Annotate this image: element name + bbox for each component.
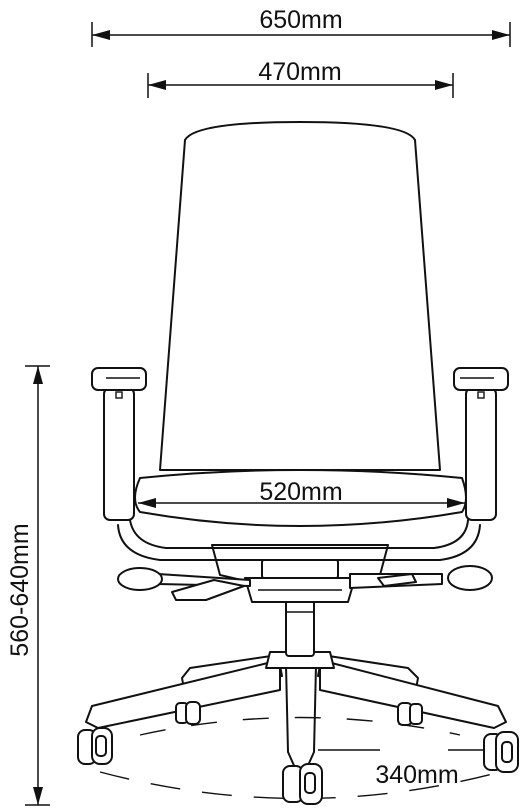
armrest-left — [91, 367, 147, 521]
arrow-left-icon — [148, 80, 166, 90]
arrow-left-icon — [138, 498, 156, 508]
seat-height-label: 560-640mm — [6, 523, 34, 656]
arrow-up-icon — [33, 366, 43, 384]
base-offset-dimension: 340mm — [375, 761, 458, 789]
caster-back-right — [397, 702, 423, 726]
chair-base — [85, 599, 507, 800]
caster-left — [77, 727, 113, 765]
back-width-label: 470mm — [258, 58, 341, 86]
seat-frame — [117, 519, 481, 561]
arrow-right-icon — [447, 498, 465, 508]
arrow-left-icon — [92, 30, 110, 40]
overall-width-label: 650mm — [259, 6, 342, 34]
caster-center — [282, 763, 323, 805]
arrow-right-icon — [435, 80, 453, 90]
arrow-right-icon — [492, 30, 510, 40]
caster-back-left — [175, 701, 201, 725]
armrest-right — [453, 367, 509, 521]
arrow-down-icon — [33, 787, 43, 805]
seat-width-label: 520mm — [259, 478, 342, 506]
back-width-dimension: 470mm — [147, 58, 454, 98]
lever-right — [349, 565, 493, 591]
lever-left — [117, 567, 251, 601]
base-offset-label: 340mm — [375, 761, 458, 789]
backrest — [159, 121, 441, 471]
caster-right — [483, 731, 519, 773]
overall-width-dimension: 650mm — [91, 6, 511, 47]
seat-width-dimension: 520mm — [138, 478, 465, 508]
seat-cushion — [134, 469, 467, 527]
seat-mechanism — [211, 544, 389, 603]
seat-height-dimension: 560-640mm — [6, 365, 50, 806]
